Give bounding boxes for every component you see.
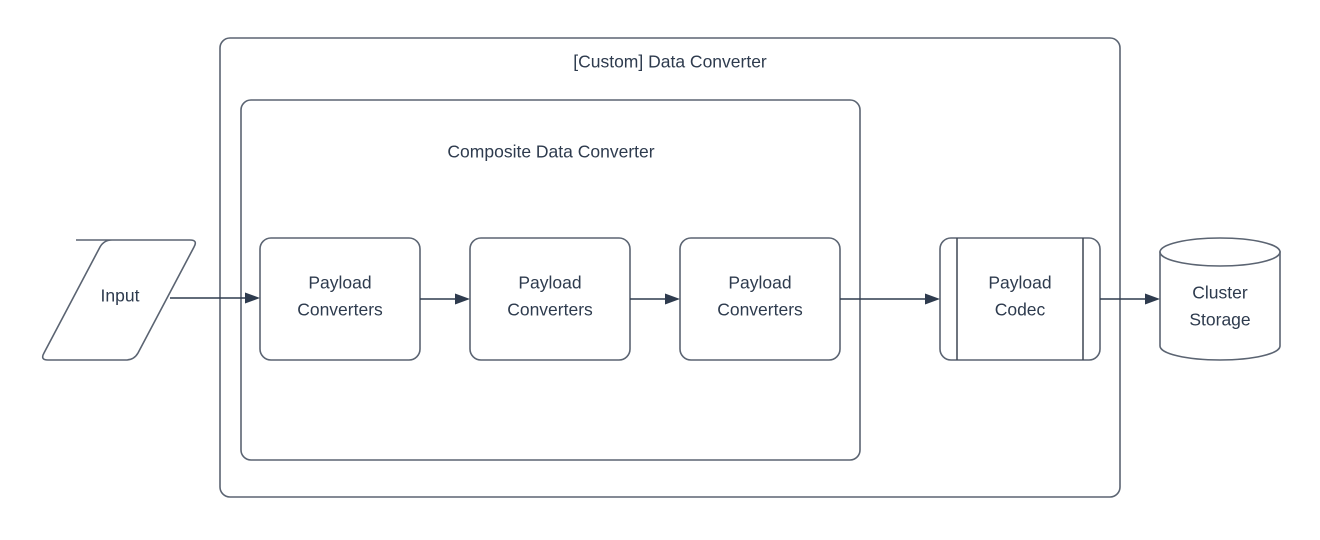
edge-pc1-to-pc2-arrowhead: [455, 293, 470, 305]
custom-data-converter-label: [Custom] Data Converter: [573, 52, 767, 72]
edge-codec-to-storage-arrowhead: [1145, 293, 1160, 305]
edge-pc3-to-codec-arrowhead: [925, 293, 940, 305]
payload-converters-1-label-line2: Converters: [297, 300, 383, 320]
cluster-storage-body[interactable]: [1159, 251, 1281, 361]
payload-converters-3-label-line1: Payload: [728, 273, 791, 293]
edge-payload-codec-to-cluster-storage[interactable]: [1100, 293, 1160, 305]
edge-input-to-payload-converters-1[interactable]: [170, 292, 260, 304]
payload-converters-2-label-line1: Payload: [518, 273, 581, 293]
node-payload-converters-1[interactable]: Payload Converters: [259, 237, 421, 361]
payload-converters-3-label-line2: Converters: [717, 300, 803, 320]
payload-converters-1-label-line1: Payload: [308, 273, 371, 293]
payload-converters-2-label-line2: Converters: [507, 300, 593, 320]
node-cluster-storage[interactable]: Cluster Storage: [1159, 237, 1281, 361]
node-payload-converters-2[interactable]: Payload Converters: [469, 237, 631, 361]
node-payload-codec[interactable]: Payload Codec: [939, 237, 1101, 361]
edge-pc2-to-pc3-arrowhead: [665, 293, 680, 305]
composite-data-converter-label: Composite Data Converter: [447, 142, 654, 162]
payload-codec-label-line1: Payload: [988, 273, 1051, 293]
cluster-storage-label-line1: Cluster: [1192, 283, 1248, 303]
input-parallelogram[interactable]: [41, 239, 197, 361]
edge-payload-converters-3-to-payload-codec[interactable]: [840, 293, 940, 305]
input-label: Input: [101, 286, 140, 306]
edge-payload-converters-1-to-2[interactable]: [420, 293, 470, 305]
payload-codec-label-line2: Codec: [995, 300, 1046, 320]
edge-input-to-pc1-arrowhead: [245, 292, 260, 304]
edge-payload-converters-2-to-3[interactable]: [630, 293, 680, 305]
node-input[interactable]: Input: [41, 239, 197, 361]
cluster-storage-label-line2: Storage: [1189, 310, 1250, 330]
cluster-storage-top-ellipse: [1159, 237, 1281, 267]
node-payload-converters-3[interactable]: Payload Converters: [679, 237, 841, 361]
